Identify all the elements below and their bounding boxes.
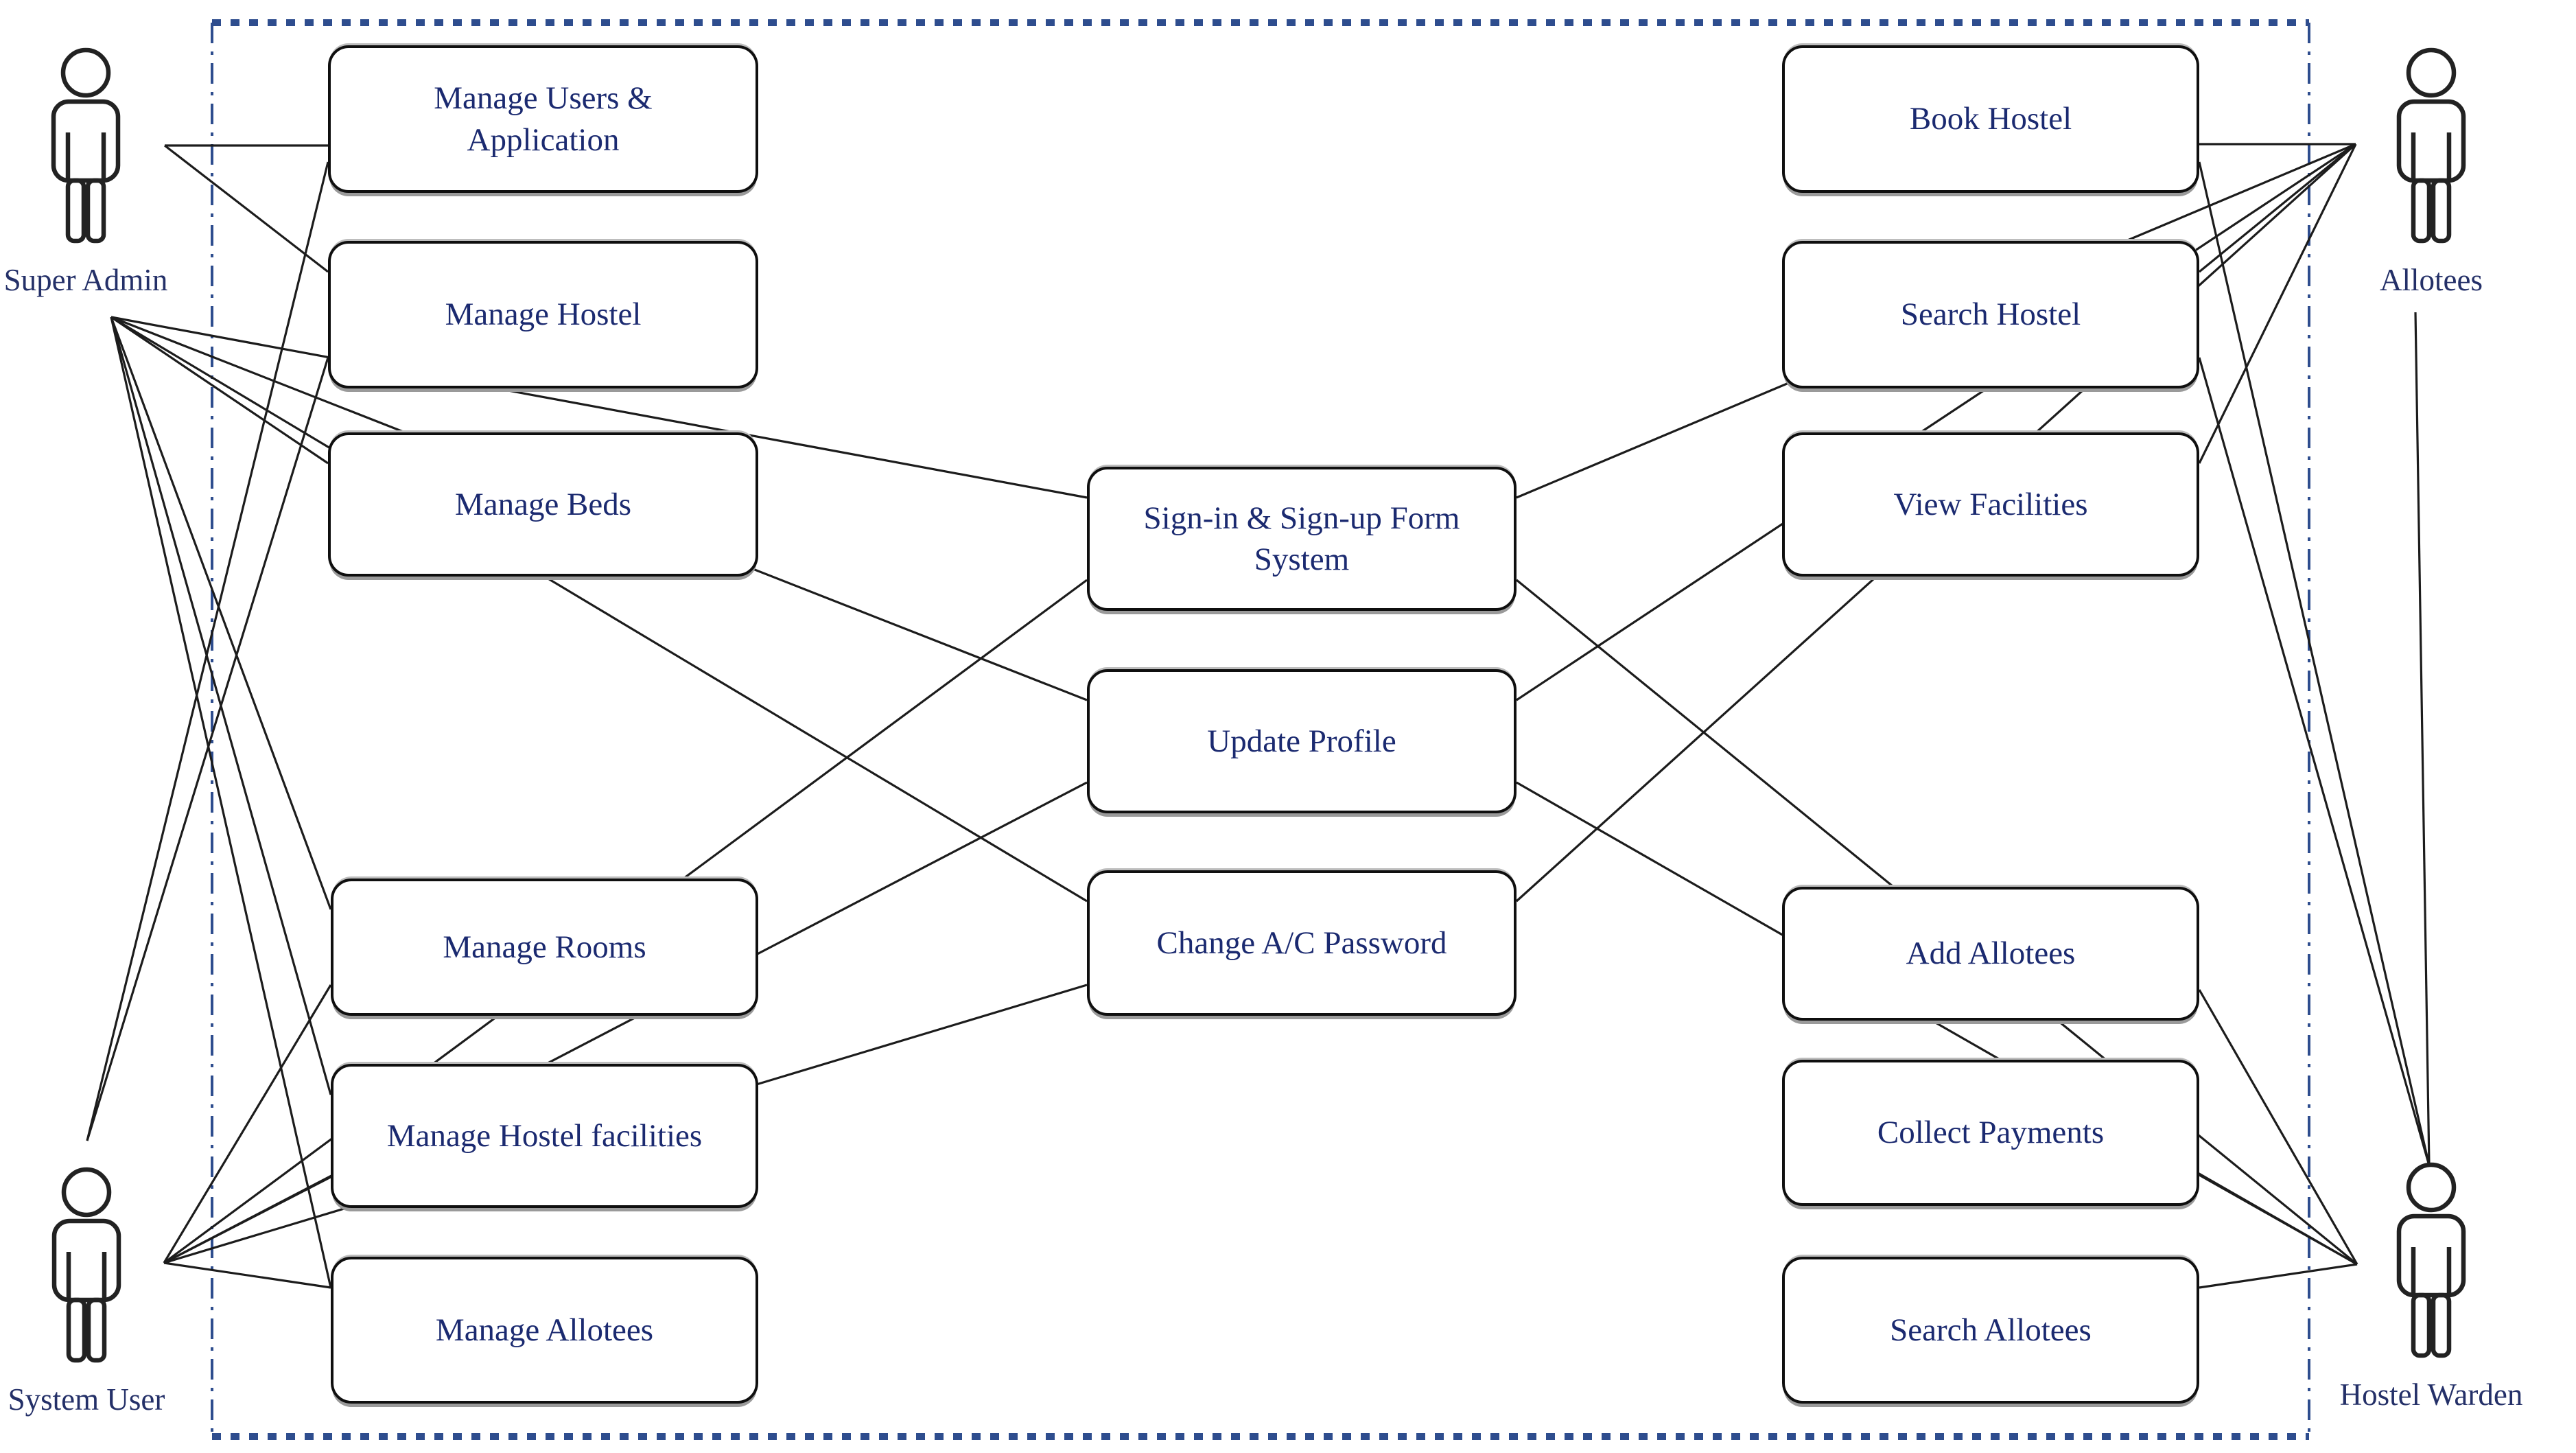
actor-label-super-admin: Super Admin: [3, 263, 168, 297]
usecase-label: Manage Rooms: [443, 929, 646, 965]
usecase-manage-rooms: Manage Rooms: [331, 879, 758, 1016]
usecase-label: Manage Beds: [454, 486, 632, 522]
association-super_admin-change_password: [110, 316, 1088, 903]
association-hostel_warden-update_profile: [1516, 781, 2358, 1266]
usecase-book-hostel: Book Hostel: [1782, 45, 2199, 193]
actor-label-allotees: Allotees: [2380, 263, 2483, 297]
usecase-view-facilities: View Facilities: [1782, 432, 2199, 577]
association-hostel_warden-book_hostel: [2198, 161, 2431, 1166]
actor-label-hostel-warden: Hostel Warden: [2339, 1378, 2523, 1412]
usecase-label: Sign-in & Sign-up Form System: [1143, 500, 1460, 577]
association-super_admin-signin_signup: [110, 316, 1088, 499]
usecase-manage-hostel: Manage Hostel: [328, 241, 758, 388]
usecase-label: Search Hostel: [1900, 297, 2081, 333]
usecase-label: Add Allotees: [1906, 935, 2076, 972]
usecase-manage-hostel-facilities: Manage Hostel facilities: [331, 1064, 758, 1208]
actor-figure-system_user: [51, 1167, 121, 1363]
association-system_user-manage_users_app: [86, 161, 329, 1141]
actor-figure-super_admin: [51, 47, 121, 244]
association-hostel_warden-search_allotees: [2199, 1263, 2358, 1289]
usecase-label: Manage Allotees: [435, 1312, 654, 1348]
usecase-collect-payments: Collect Payments: [1782, 1060, 2199, 1206]
usecase-label: Search Allotees: [1890, 1312, 2092, 1348]
usecase-add-allotees: Add Allotees: [1782, 887, 2199, 1021]
usecase-label: Manage Hostel: [445, 297, 642, 333]
association-allotees-view_facilities: [2198, 143, 2357, 464]
usecase-label: Update Profile: [1207, 723, 1396, 759]
usecase-change-ac-password: Change A/C Password: [1087, 870, 1517, 1016]
association-hostel_warden-add_allotees: [2198, 989, 2358, 1265]
usecase-manage-allotees: Manage Allotees: [331, 1257, 758, 1404]
actor-label-system-user: System User: [8, 1382, 165, 1417]
association-super_admin-manage_hostel: [164, 144, 329, 273]
association-system_user-manage_hostel: [86, 357, 329, 1141]
usecase-label: Manage Users & Application: [434, 80, 653, 158]
usecase-search-allotees: Search Allotees: [1782, 1257, 2199, 1404]
usecase-label: Book Hostel: [1909, 101, 2072, 137]
association-system_user-manage_allotees: [163, 1262, 331, 1289]
usecase-search-hostel: Search Hostel: [1782, 241, 2199, 388]
association-system_user-update_profile: [163, 781, 1088, 1264]
association-hostel_warden-search_hostel: [2198, 357, 2431, 1166]
association-system_user-manage_rooms: [163, 984, 332, 1264]
actor-figure-allotees: [2396, 47, 2466, 244]
association-allotees-search_hostel: [2198, 143, 2357, 273]
usecase-label: Change A/C Password: [1156, 925, 1447, 961]
usecase-label: Collect Payments: [1877, 1115, 2105, 1151]
association-super_admin-manage_allotees: [110, 316, 332, 1288]
usecase-manage-beds: Manage Beds: [328, 432, 758, 577]
usecase-update-profile: Update Profile: [1087, 669, 1517, 813]
usecase-signin-signup-form-system: Sign-in & Sign-up Form System: [1087, 467, 1517, 611]
usecase-label: View Facilities: [1893, 486, 2088, 522]
usecase-manage-users-application: Manage Users & Application: [328, 45, 758, 193]
association-super_admin-manage_rooms: [110, 316, 332, 910]
usecase-label: Manage Hostel facilities: [386, 1117, 703, 1154]
association-allotees-update_profile: [1516, 143, 2356, 701]
association-allotees-hostel_warden: [2414, 312, 2431, 1166]
actor-figure-hostel_warden: [2396, 1162, 2466, 1358]
association-super_admin-manage_beds: [110, 316, 329, 465]
